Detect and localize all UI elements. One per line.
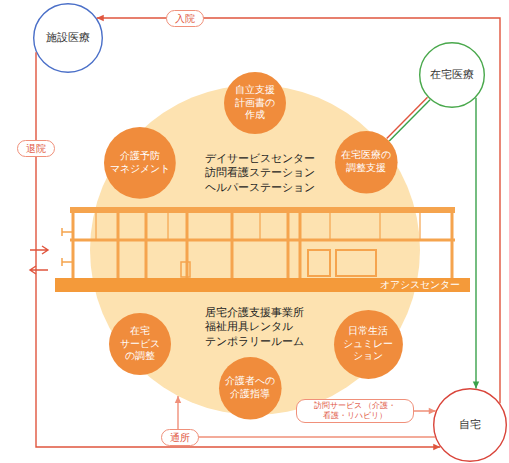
circle-label: 施設医療 [41, 31, 96, 45]
home-care-circle: 在宅医療 [419, 42, 485, 108]
circle-label: 日常生活 シュミレー ション [341, 325, 394, 363]
connector [473, 98, 479, 389]
service-circle: 介護予防 マネジメント [104, 127, 176, 199]
circle-label: 在宅 サービス の調整 [119, 325, 162, 363]
posts [73, 213, 452, 278]
circle-shape [420, 43, 485, 108]
circle-label: 在宅医療 [425, 68, 480, 82]
window [308, 250, 330, 276]
connector-line [389, 100, 430, 141]
circle-shape [109, 313, 171, 375]
edge-label: 入院 [166, 10, 204, 27]
band-fill [55, 278, 470, 292]
center-band: オアシスセンター [55, 278, 470, 292]
connector-line [387, 97, 428, 138]
connector-line [475, 98, 476, 389]
circle-shape [104, 127, 176, 199]
circle-label: 自立支援 計画書の 作成 [234, 84, 277, 122]
arrow-left [30, 266, 48, 274]
facility-circle: 施設医療 [33, 3, 103, 73]
service-circle: 自立支援 計画書の 作成 [224, 72, 286, 134]
circle-shape [219, 357, 282, 420]
service-circle: 在宅 サービス の調整 [109, 313, 171, 375]
circle-label: 介護予防 マネジメント [108, 150, 171, 175]
service-circle: 日常生活 シュミレー ション [334, 310, 403, 379]
connector [36, 52, 440, 450]
circle-shape [335, 131, 398, 194]
window-frames [96, 213, 420, 240]
facility-list: デイサービスセンター 訪問看護ステーション ヘルパーステーション [205, 152, 332, 195]
exchange-arrows [30, 246, 48, 274]
circle-label: 介護者への 介護指導 [223, 375, 276, 400]
center-circle: デイサービスセンター 訪問看護ステーション ヘルパーステーション居宅介護支援事業… [90, 85, 420, 415]
arrow-head [429, 408, 436, 414]
circle-shape [34, 4, 103, 73]
band-label: オアシスセンター [380, 279, 470, 291]
arrow-right [30, 246, 48, 254]
edge-label: 退院 [17, 140, 55, 157]
circle-label: 自宅 [454, 418, 487, 432]
arrow-head [473, 381, 479, 388]
service-circle: 介護者への 介護指導 [219, 357, 282, 420]
circle-shape [224, 72, 286, 134]
connector-line [36, 52, 440, 447]
edge-label: 通所 [161, 429, 199, 446]
circle-label: 在宅医療の 調整支援 [339, 149, 392, 174]
service-circle: 在宅医療の 調整支援 [335, 131, 398, 194]
home-circle: 自宅 [433, 388, 507, 462]
rails [62, 228, 73, 266]
window [336, 250, 376, 276]
floor [70, 239, 455, 242]
roof [70, 207, 455, 213]
circle-shape [334, 310, 403, 379]
door [181, 262, 190, 277]
building-lines [62, 207, 455, 278]
circle-shape [434, 389, 507, 462]
edge-label: 訪問サービス （介護・看護・リハビリ） [296, 399, 414, 424]
facility-list: 居宅介護支援事業所 福祉用具レンタル テンポラリールーム [205, 306, 315, 349]
connector [387, 97, 430, 141]
